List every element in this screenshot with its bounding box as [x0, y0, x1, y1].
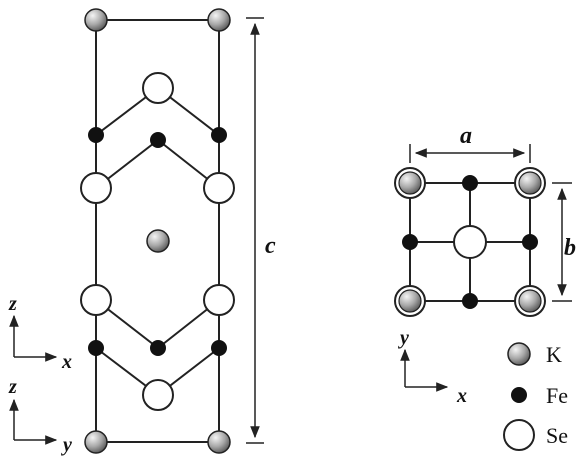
k-atom: [514, 167, 546, 199]
y-axis-label: y: [398, 327, 409, 349]
se-atom: [142, 379, 174, 411]
fe-atom: [88, 127, 104, 143]
z-axis-label: z: [8, 376, 17, 398]
k-atom: [207, 430, 231, 454]
x-axis-label: x: [61, 351, 72, 373]
fe-atom: [402, 234, 418, 250]
fe-atom: [522, 234, 538, 250]
legend-k-label: K: [546, 342, 562, 367]
k-atom: [84, 430, 108, 454]
legend-k-swatch: [507, 342, 531, 366]
z-axis-label: z: [8, 293, 17, 315]
fe-atom: [211, 340, 227, 356]
c-label: c: [265, 233, 276, 259]
legend: K Fe Se: [503, 342, 568, 451]
a-label: a: [460, 123, 472, 149]
se-atom: [453, 225, 487, 259]
fe-atom: [462, 293, 478, 309]
fe-atom: [150, 132, 166, 148]
fe-atom: [462, 175, 478, 191]
side-view: c z x z y: [8, 8, 276, 456]
legend-se-swatch: [503, 419, 535, 451]
k-atom: [207, 8, 231, 32]
y-axis-label: y: [61, 434, 72, 456]
x-axis-label: x: [456, 385, 467, 407]
se-atom: [203, 284, 235, 316]
legend-se-label: Se: [546, 423, 568, 448]
k-atom: [394, 285, 426, 317]
legend-fe-swatch: [511, 387, 527, 403]
k-atom: [146, 229, 170, 253]
se-atom: [80, 172, 112, 204]
legend-fe-label: Fe: [546, 383, 568, 408]
fe-atom: [88, 340, 104, 356]
se-atom: [142, 72, 174, 104]
k-atom: [514, 285, 546, 317]
k-atom: [84, 8, 108, 32]
se-atom: [203, 172, 235, 204]
top-view: a b: [394, 123, 576, 451]
k-atom: [394, 167, 426, 199]
se-atom: [80, 284, 112, 316]
fe-atom: [211, 127, 227, 143]
b-label: b: [564, 235, 576, 261]
fe-atom: [150, 340, 166, 356]
